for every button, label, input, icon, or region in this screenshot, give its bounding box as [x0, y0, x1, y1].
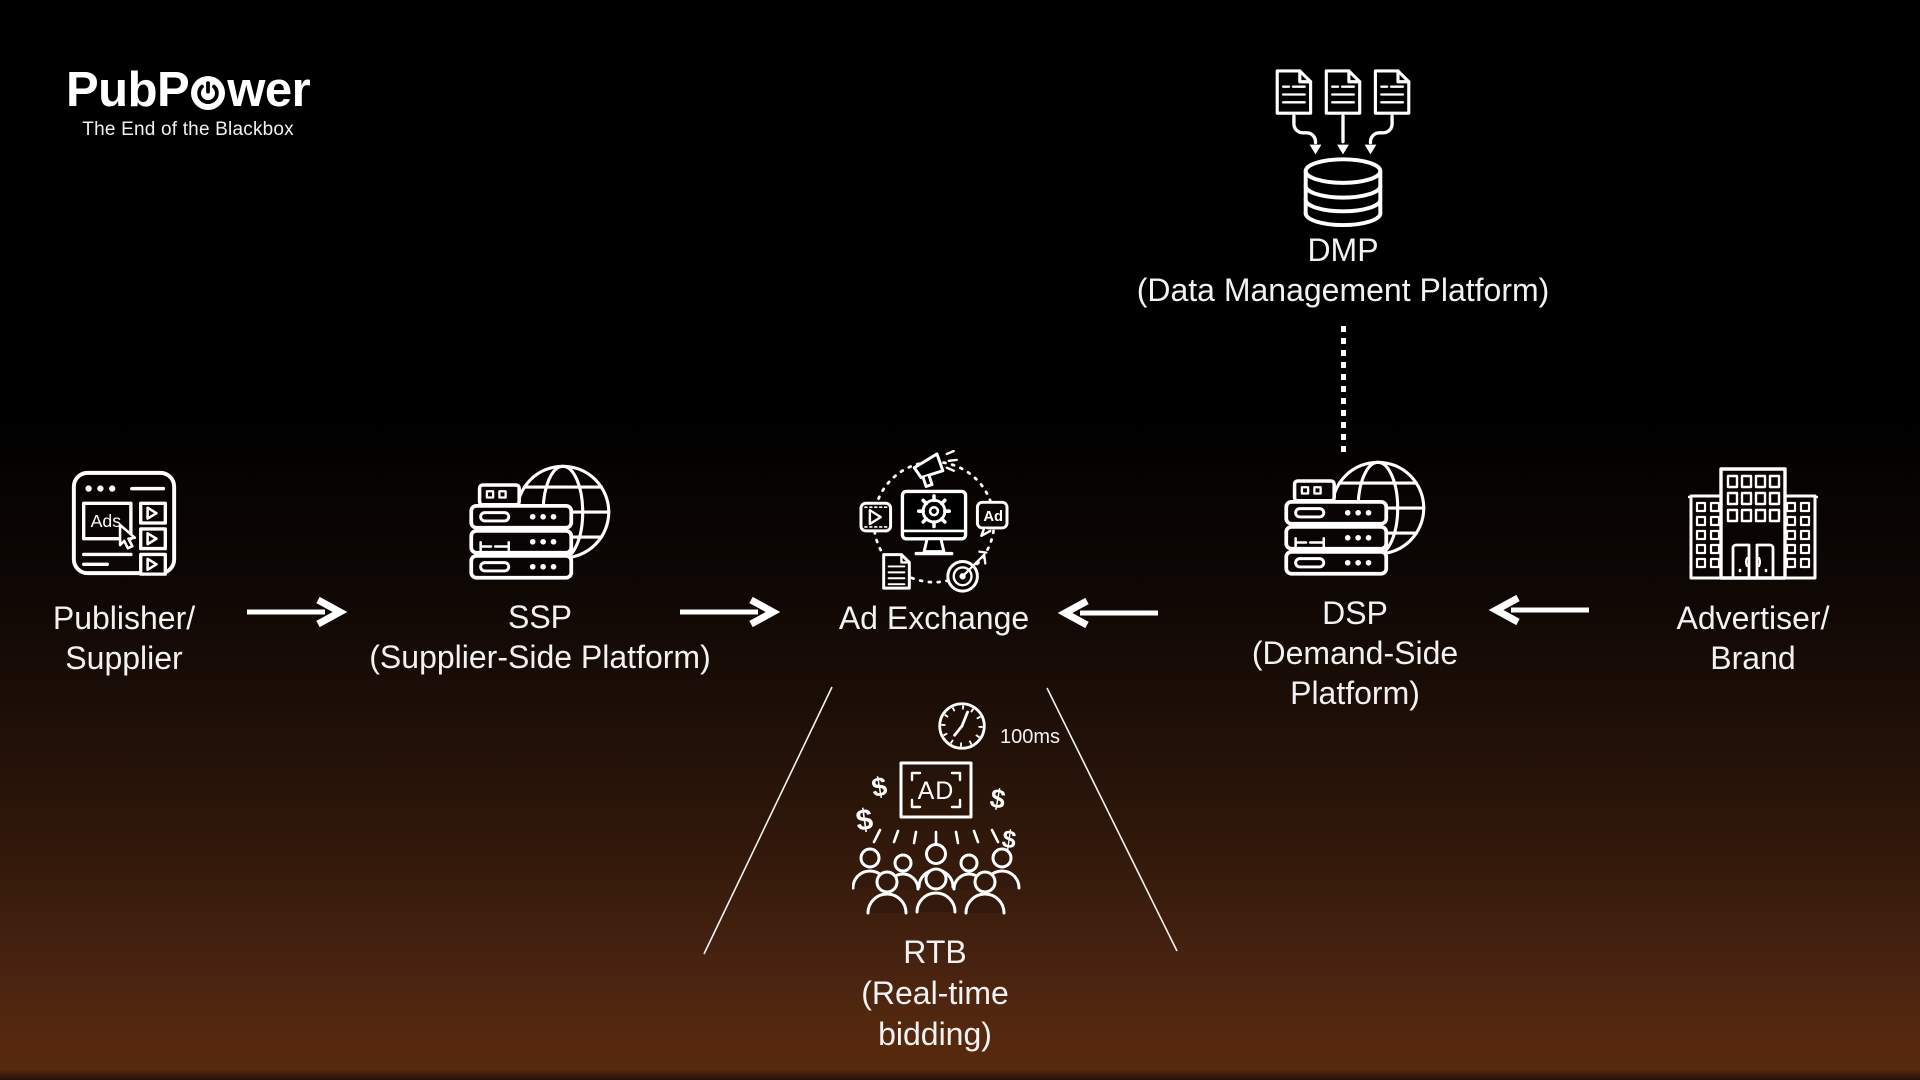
arrow-right-ssp-to-adexchange — [680, 596, 781, 628]
crowd — [852, 843, 1021, 915]
logo-tagline: The End of the Blackbox — [82, 119, 294, 140]
adexchange-node: Ad — [802, 450, 1066, 638]
buildings-icon — [1688, 467, 1818, 580]
svg-text:$: $ — [1000, 825, 1018, 855]
clock-icon — [938, 702, 986, 750]
rtb-label-line1: RTB — [903, 934, 967, 970]
rtb-label-line3: bidding) — [878, 1016, 992, 1052]
publisher-label-line2: Supplier — [65, 640, 183, 676]
svg-text:$: $ — [988, 783, 1008, 815]
arrow-left-dsp-to-adexchange — [1057, 597, 1158, 629]
website-ads-icon: Ads — [71, 470, 177, 576]
dollar-bid-signs: $ $ $ $ — [854, 771, 1018, 855]
ssp-node: SSP (Supplier-Side Platform) — [340, 460, 740, 677]
logo-text-part1: PubP — [66, 63, 190, 117]
rtb-funnel-lines — [703, 686, 1178, 955]
ads-text: Ads — [91, 511, 122, 531]
server-globe-icon — [469, 464, 611, 580]
rtb-latency-label: 100ms — [1000, 726, 1061, 748]
advertiser-label-line1: Advertiser/ — [1676, 600, 1830, 636]
server-globe-icon — [1284, 460, 1426, 576]
dsp-label-line2: (Demand-Side — [1251, 635, 1459, 671]
rtb-node-label: RTB (Real-time bidding) — [785, 932, 1085, 1055]
rtb-ad-box-text: AD — [918, 777, 955, 805]
dsp-node: DSP (Demand-Side Platform) — [1205, 456, 1505, 713]
dsp-label-line3: Platform) — [1290, 675, 1420, 711]
ad-bubble-text: Ad — [983, 509, 1003, 525]
documents-database-icon — [1275, 69, 1411, 228]
publisher-node: Ads Publisher/ Supplier — [14, 464, 234, 678]
ssp-label-line1: SSP — [507, 599, 573, 635]
bid-rays — [872, 828, 1000, 845]
power-button-icon — [191, 76, 226, 110]
dsp-label-line1: DSP — [1322, 595, 1388, 631]
svg-text:$: $ — [869, 771, 889, 803]
dmp-label-line1: DMP — [1307, 232, 1379, 268]
dmp-node: DMP (Data Management Platform) — [1083, 68, 1603, 310]
rtb-auction-crowd-icon: AD $ $ $ $ — [852, 761, 1021, 915]
ssp-label-line2: (Supplier-Side Platform) — [369, 639, 711, 675]
dmp-dsp-dotted-connector — [1341, 326, 1346, 452]
svg-text:$: $ — [854, 803, 875, 838]
adexchange-label: Ad Exchange — [838, 600, 1030, 636]
arrow-right-publisher-to-ssp — [247, 596, 348, 628]
dmp-label-line2: (Data Management Platform) — [1136, 272, 1550, 308]
logo-text-part2: wer — [227, 63, 311, 117]
advertiser-node: Advertiser/ Brand — [1613, 466, 1893, 678]
rtb-label-line2: (Real-time — [861, 975, 1009, 1011]
ad-exchange-icon: Ad — [859, 450, 1009, 593]
logo: PubP wer The End of the Blackbox — [66, 63, 311, 141]
publisher-label-line1: Publisher/ — [52, 600, 196, 636]
arrow-left-advertiser-to-dsp — [1488, 594, 1589, 626]
advertiser-label-line2: Brand — [1710, 640, 1796, 676]
logo-text: PubP wer — [66, 63, 311, 117]
